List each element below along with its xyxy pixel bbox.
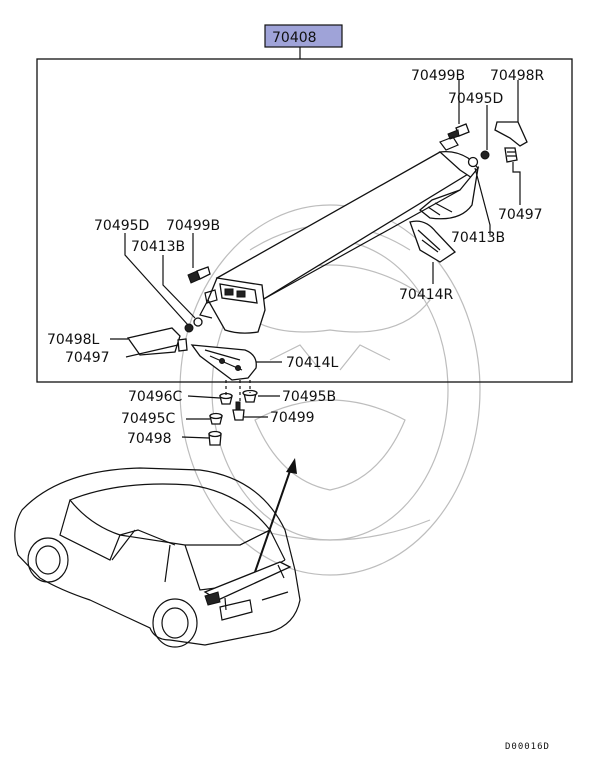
part-70413B-washer-right[interactable] (467, 156, 479, 168)
label-70414R: 70414R (399, 287, 454, 303)
part-70499B-bolt-right[interactable] (447, 123, 470, 140)
part-70495C-nut[interactable] (209, 412, 223, 425)
label-70498L: 70498L (47, 332, 100, 348)
part-70498R-cover[interactable] (494, 121, 528, 147)
label-70499: 70499 (270, 410, 315, 426)
rear-spoiler-wing[interactable] (199, 150, 480, 334)
label-70497-right: 70497 (498, 207, 543, 223)
label-70495B: 70495B (282, 389, 336, 405)
part-70495D-nut-left[interactable] (184, 323, 194, 333)
part-70498-cap[interactable] (208, 430, 222, 446)
part-70496C-grommet[interactable] (219, 392, 233, 405)
leader-lines (110, 80, 521, 439)
assembly-number: 70408 (272, 30, 317, 46)
part-70414R-stay[interactable] (409, 220, 457, 284)
part-70413B-washer-left[interactable] (193, 317, 203, 327)
label-70499B-left: 70499B (166, 218, 220, 234)
location-arrow (254, 458, 297, 573)
label-70495D-top: 70495D (448, 91, 503, 107)
part-70414L-stay[interactable] (190, 344, 282, 381)
label-70497-left: 70497 (65, 350, 110, 366)
car-illustration (14, 467, 301, 648)
label-70498: 70498 (127, 431, 172, 447)
label-70498R: 70498R (490, 68, 545, 84)
part-70499-bolt[interactable] (232, 401, 245, 421)
label-70414L: 70414L (286, 355, 339, 371)
label-70495D-left: 70495D (94, 218, 149, 234)
part-70497-clip-right[interactable] (504, 147, 518, 163)
assembly-number-box[interactable]: 70408 (264, 24, 343, 48)
assembly-frame (36, 58, 573, 383)
label-70496C: 70496C (128, 389, 183, 405)
part-70497-clip-left[interactable] (177, 338, 188, 352)
diagram-code: D00016D (505, 742, 550, 752)
label-70499B-top: 70499B (411, 68, 465, 84)
label-70495C: 70495C (121, 411, 176, 427)
part-70498L-cover[interactable] (126, 327, 181, 356)
label-70413B-left: 70413B (131, 239, 185, 255)
part-70499B-bolt-left[interactable] (187, 266, 211, 284)
label-70413B-right: 70413B (451, 230, 505, 246)
part-70495D-nut-right[interactable] (480, 150, 490, 160)
